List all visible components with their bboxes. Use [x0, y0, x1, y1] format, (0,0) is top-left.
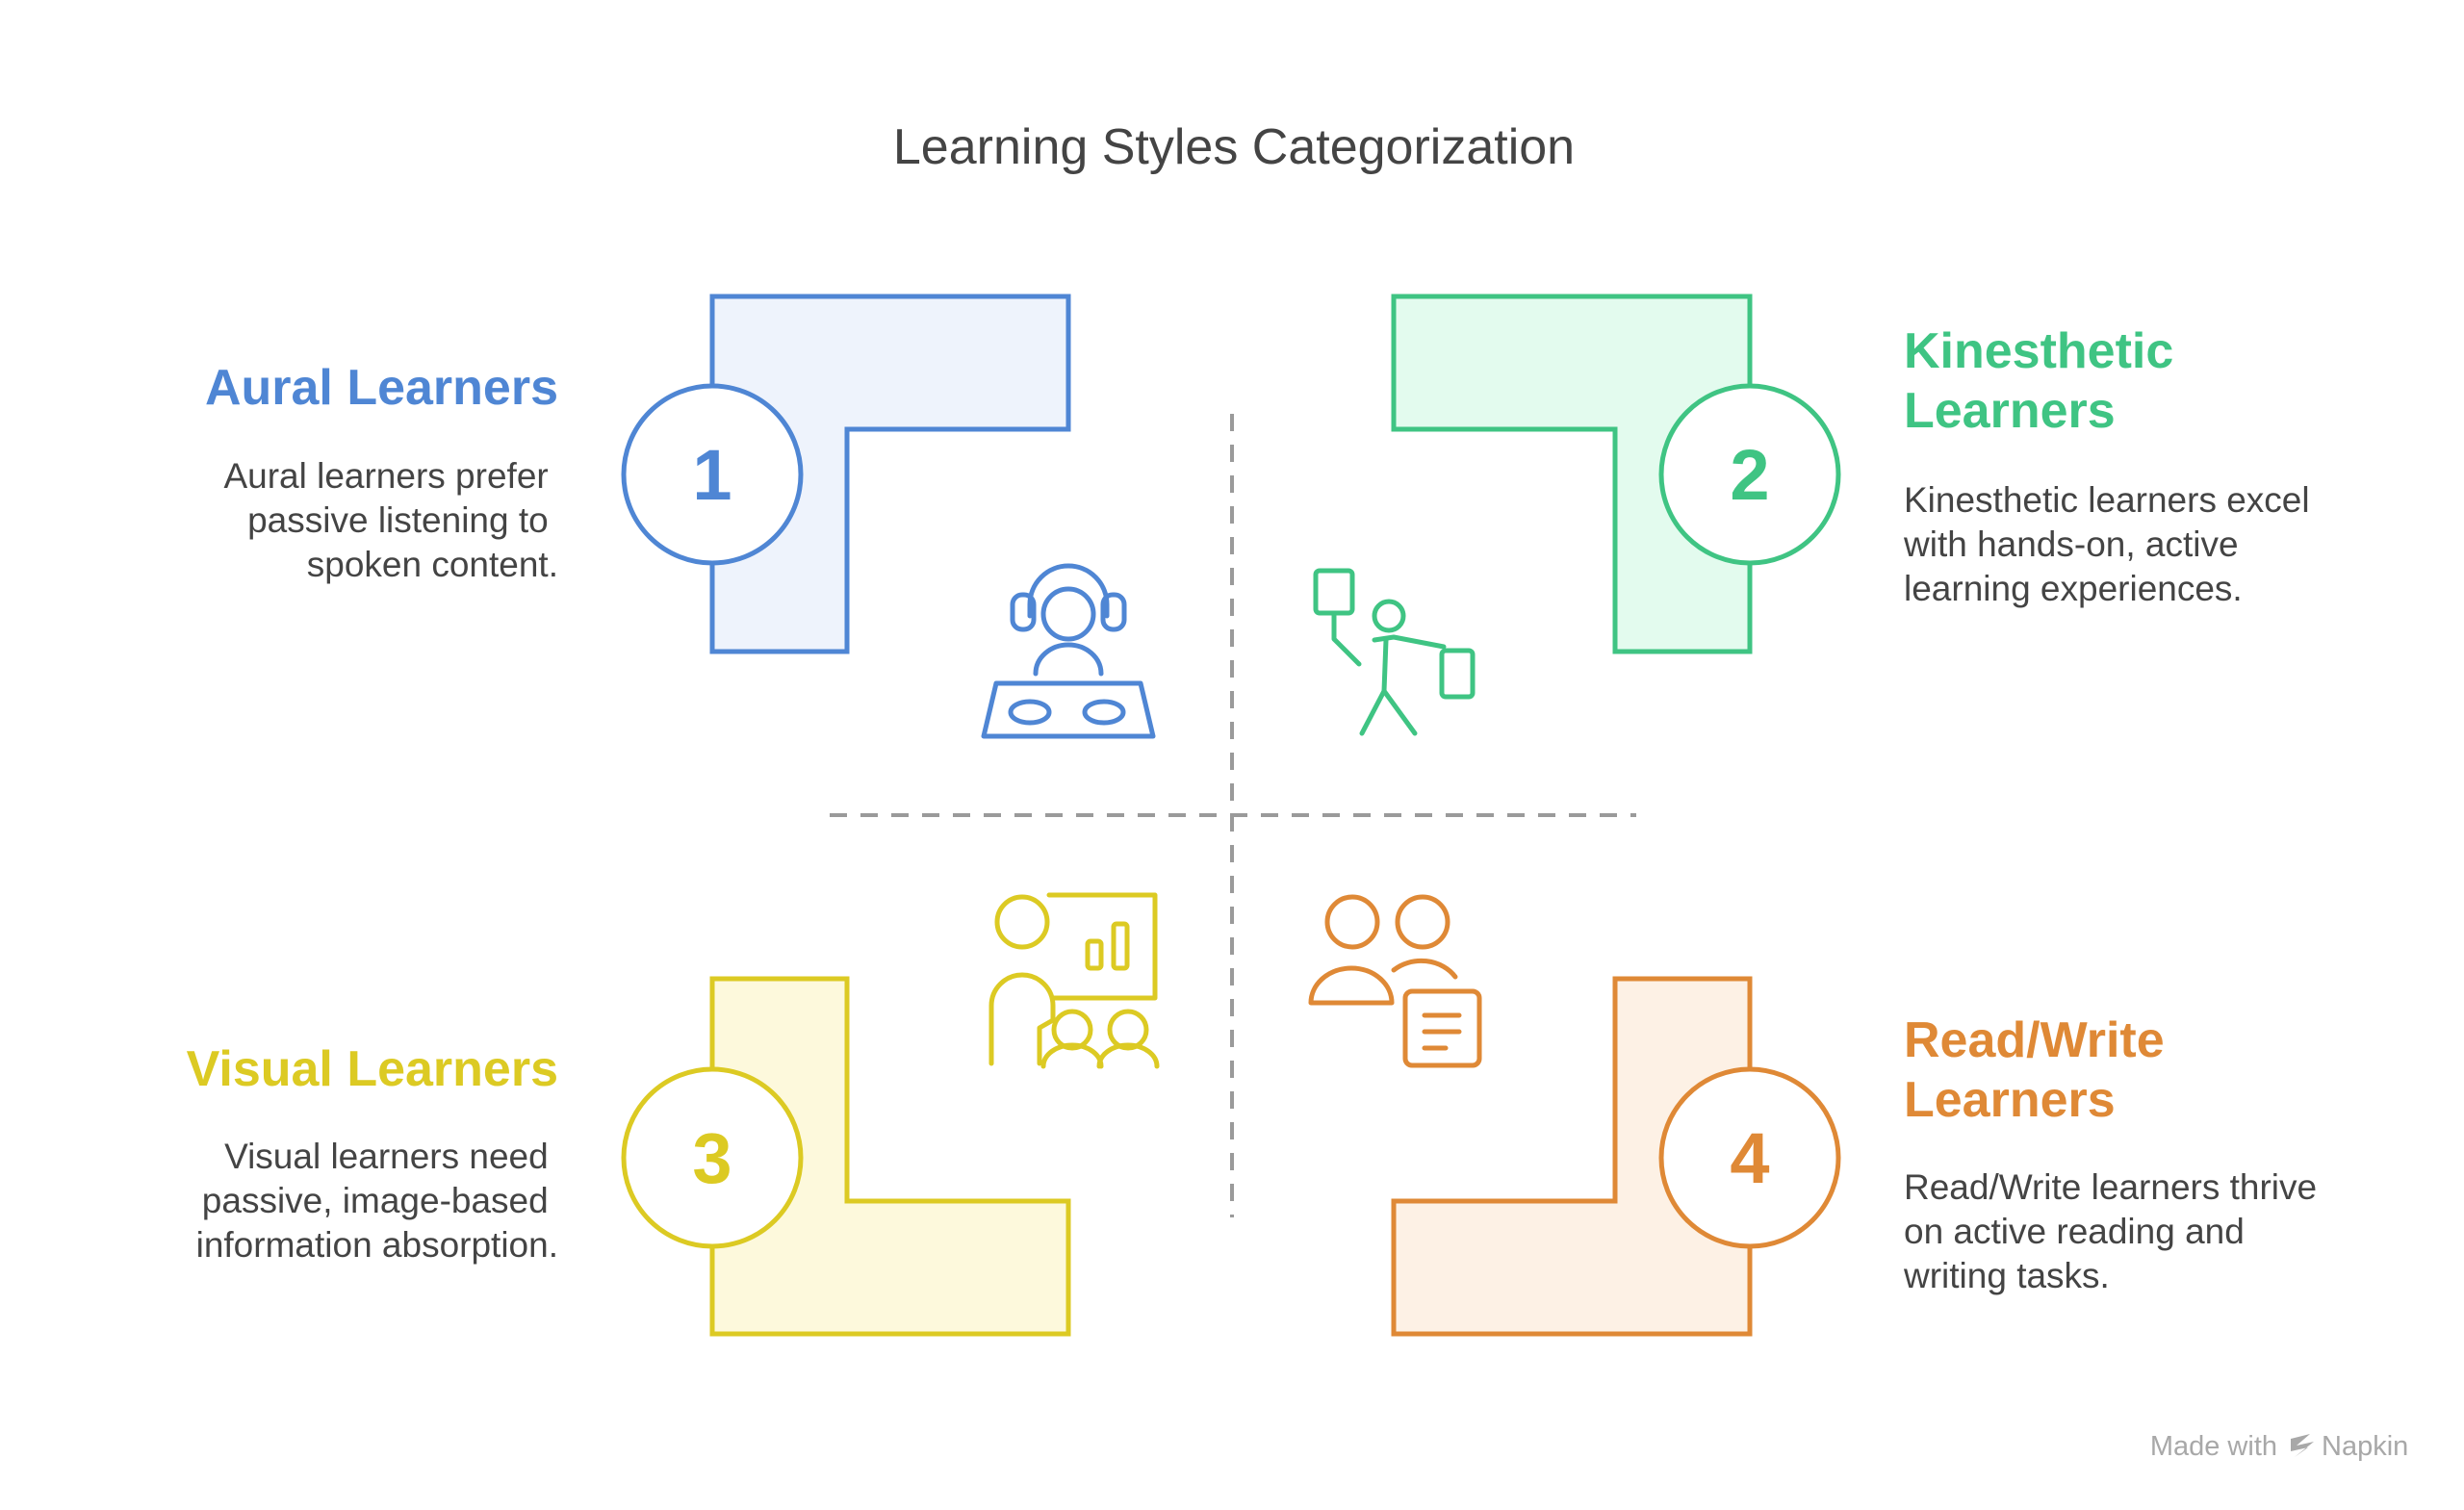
description-line: Visual learners need	[224, 1137, 549, 1176]
description-line: with hands-on, active	[1903, 525, 2239, 564]
heading-aural: Aural Learners	[205, 360, 558, 416]
description-line: spoken content.	[307, 545, 558, 584]
people-document-icon	[1308, 894, 1482, 1068]
description-line: passive, image-based	[202, 1181, 549, 1220]
number-label-3: 3	[692, 1118, 732, 1198]
person-carrying-icon	[1313, 568, 1476, 736]
description-line: learning experiences.	[1904, 569, 2243, 608]
number-circle-3	[621, 1066, 804, 1249]
description-line: writing tasks.	[1903, 1256, 2110, 1295]
watermark: Made with Napkin	[2150, 1431, 2408, 1462]
heading-visual: Visual Learners	[187, 1041, 558, 1097]
number-circle-2	[1658, 383, 1841, 566]
description-aural: Aural learners prefer passive listening …	[223, 456, 558, 584]
corner-shape-1	[709, 294, 1071, 654]
watermark-text: Made with	[2150, 1431, 2277, 1462]
dj-headphones-icon	[981, 563, 1156, 739]
heading-line: Learners	[1904, 1072, 2116, 1128]
description-kinesthetic: Kinesthetic learners excel with hands-on…	[1903, 480, 2320, 608]
quadrant-visual: 3 Visual Learners Visual learners need p…	[187, 892, 1160, 1337]
heading-kinesthetic: Kinesthetic Learners	[1904, 323, 2188, 439]
watermark-brand: Napkin	[2322, 1431, 2408, 1462]
number-label-4: 4	[1730, 1118, 1769, 1198]
heading-line: Visual Learners	[187, 1041, 558, 1097]
corner-shape-3	[709, 976, 1071, 1337]
number-circle-1	[621, 383, 804, 566]
presentation-chart-icon	[988, 892, 1160, 1069]
number-circle-4	[1658, 1066, 1841, 1249]
heading-read-write: Read/Write Learners	[1904, 1012, 2178, 1128]
heading-line: Read/Write	[1904, 1012, 2165, 1068]
quadrant-kinesthetic: 2 Kinesthetic Learners Kinesthetic learn…	[1313, 294, 2320, 736]
quadrant-aural: 1 Aural Learners Aural learners prefer p…	[205, 294, 1156, 739]
heading-line: Aural Learners	[205, 360, 558, 416]
diagram-title: Learning Styles Categorization	[893, 119, 1575, 175]
description-read-write: Read/Write learners thrive on active rea…	[1903, 1167, 2326, 1295]
corner-shape-4	[1391, 976, 1753, 1337]
number-label-2: 2	[1730, 435, 1769, 515]
description-line: Kinesthetic learners excel	[1904, 480, 2310, 520]
number-label-1: 1	[692, 435, 732, 515]
description-line: on active reading and	[1904, 1212, 2245, 1251]
heading-line: Kinesthetic	[1904, 323, 2173, 379]
description-line: information absorption.	[196, 1225, 558, 1265]
napkin-logo-icon	[2291, 1434, 2314, 1457]
description-visual: Visual learners need passive, image-base…	[196, 1137, 558, 1265]
corner-shape-2	[1391, 294, 1753, 654]
heading-line: Learners	[1904, 383, 2116, 439]
quadrant-read-write: 4 Read/Write Learners Read/Write learner…	[1308, 894, 2326, 1337]
description-line: Aural learners prefer	[223, 456, 548, 496]
description-line: Read/Write learners thrive	[1904, 1167, 2317, 1207]
description-line: passive listening to	[247, 500, 549, 540]
